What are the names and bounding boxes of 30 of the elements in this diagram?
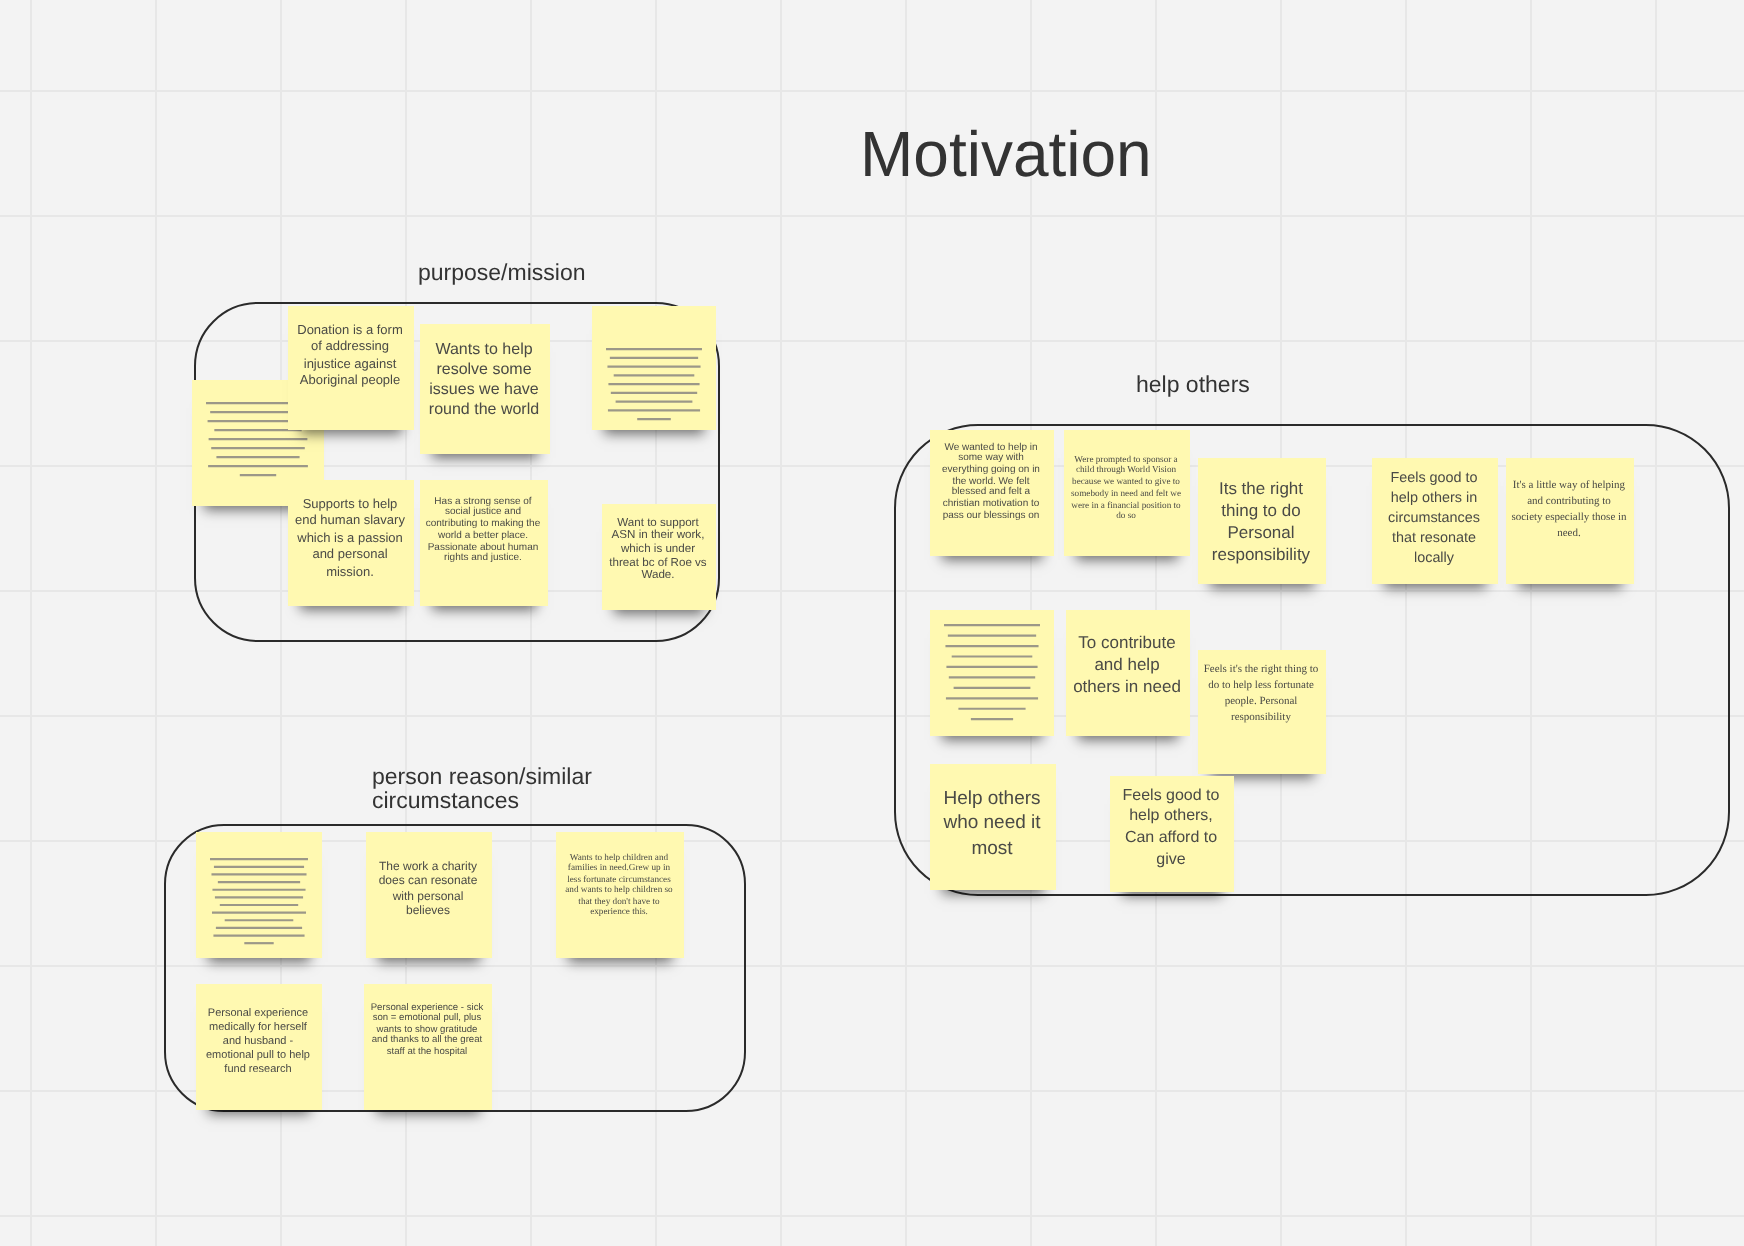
sticky-note [419,479,547,605]
note-text: Its the right thing to do Personal responsibility [1209,477,1313,565]
sticky-note [1197,649,1325,773]
diagram-title: Motivation [860,116,1152,192]
sticky-note [287,305,413,429]
sticky-note [929,763,1055,889]
group-heading: person reason/similar circumstances [372,766,594,814]
sticky-note [195,831,321,957]
sticky-note [365,831,491,957]
note-text: To contribute and help others in need [1071,631,1183,697]
note-text: Help others who need it most [941,787,1043,864]
sticky-note [195,983,321,1109]
note-text: Wants to help resolve some issues we have round the world [426,339,542,419]
note-text: Feels good to help others, Can afford to give [1120,785,1222,872]
sticky-note [929,429,1053,555]
sticky-note [287,479,413,605]
sticky-note [363,983,491,1109]
sticky-note [1505,457,1633,583]
sticky-note [601,503,715,609]
sticky-note [1197,457,1325,583]
sticky-note [555,831,683,957]
group-heading: help others [1136,374,1250,398]
sticky-note [1371,457,1497,583]
group-heading: purpose/mission [418,262,586,286]
sticky-note [591,305,715,429]
sticky-note [1063,429,1189,555]
sticky-note [1065,609,1189,735]
sticky-note [419,323,549,453]
sticky-note [929,609,1053,735]
sticky-note [1109,775,1233,891]
